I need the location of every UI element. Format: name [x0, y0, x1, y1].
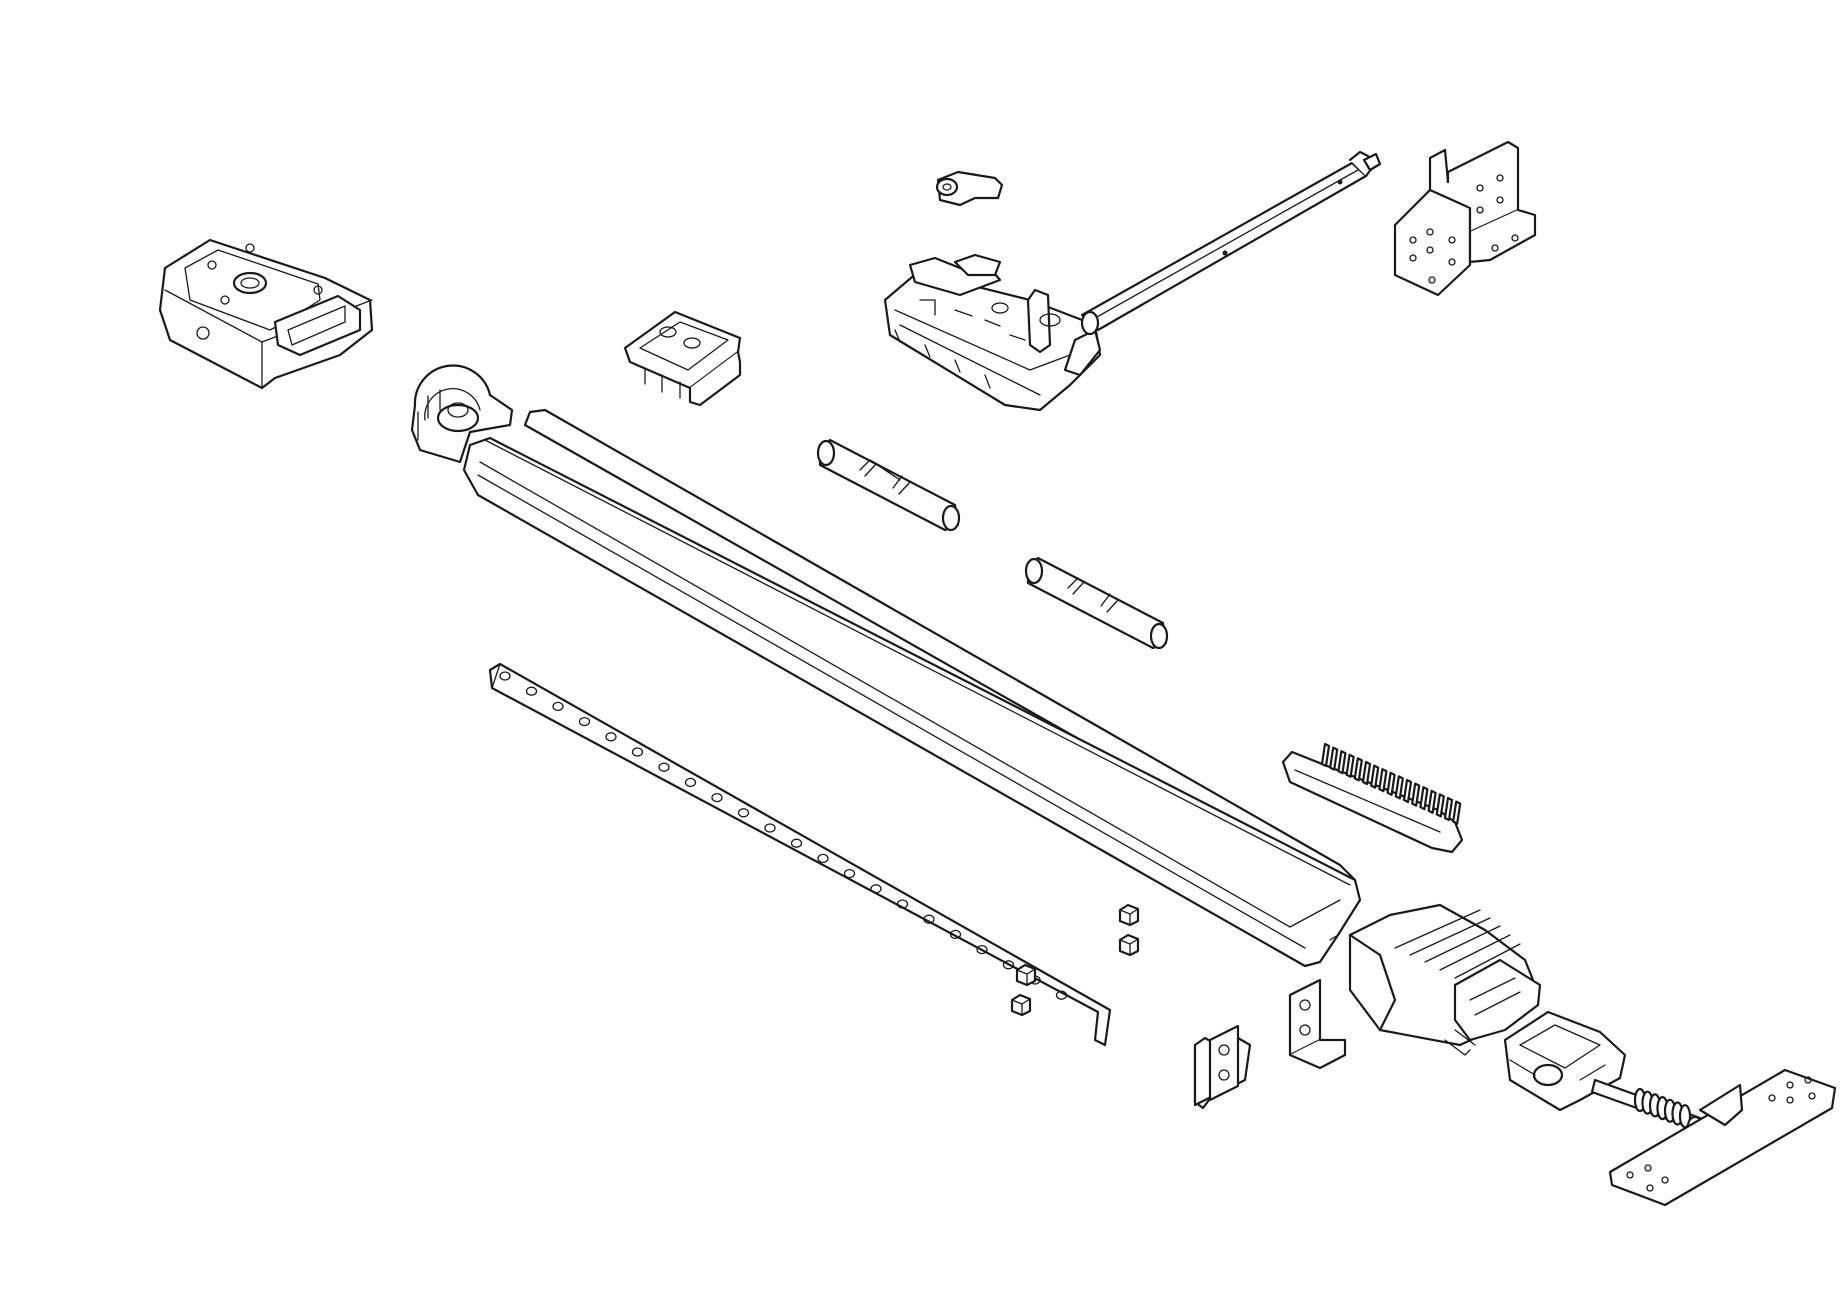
belt-tooth — [1378, 768, 1388, 793]
belt-tooth — [1427, 789, 1437, 814]
toothed-drive-belt — [1281, 742, 1464, 854]
strap-hole — [817, 853, 829, 864]
belt-tooth — [1345, 753, 1355, 778]
belt-tooth — [1443, 796, 1454, 822]
strap-hole — [578, 716, 591, 727]
l-bracket-2 — [1288, 978, 1347, 1070]
belt-tooth — [1370, 764, 1380, 789]
belt-tooth — [1402, 778, 1413, 804]
strap-hole — [658, 762, 670, 772]
belt-tooth — [1353, 757, 1363, 782]
perforated-hanging-strap — [488, 662, 1112, 1047]
belt-tooth — [1452, 800, 1462, 825]
belt-tooth — [1435, 793, 1445, 818]
belt-tooth — [1386, 771, 1396, 796]
strap-hole — [605, 732, 617, 742]
l-bracket-1 — [1193, 1024, 1252, 1110]
strap-hole — [631, 747, 644, 757]
belt-tooth — [1320, 742, 1331, 768]
strap-hole — [499, 671, 511, 681]
header-bracket-angle — [1393, 140, 1537, 297]
coupling-pin-1 — [816, 438, 961, 532]
rail-track — [462, 408, 1362, 968]
belt-tooth — [1361, 760, 1372, 786]
strap-hole — [552, 701, 564, 712]
sprocket-end-cap — [410, 364, 514, 464]
strap-hole — [923, 914, 935, 924]
hex-bolt-set — [1010, 903, 1140, 1017]
header-mounting-plate — [1608, 1068, 1837, 1207]
strap-hole — [870, 884, 882, 894]
belt-tooth — [1411, 782, 1421, 807]
coupling-pin-2 — [1024, 556, 1169, 650]
belt-tooth — [1337, 750, 1347, 775]
strap-hole — [790, 838, 803, 848]
door-arm — [1080, 150, 1382, 336]
strap-hole — [764, 823, 776, 833]
strap-hole — [843, 868, 856, 879]
trolley-release-lever — [935, 170, 1004, 207]
motor-head-cover — [158, 238, 374, 390]
strap-hole — [684, 777, 697, 788]
strap-hole — [1002, 960, 1015, 970]
strap-hole — [949, 929, 962, 940]
trolley-carriage — [883, 253, 1102, 412]
belt-tensioner-with-spring — [1503, 1010, 1704, 1137]
belt-guide-clip — [623, 310, 742, 407]
belt-tooth — [1394, 775, 1404, 800]
strap-hole — [525, 686, 538, 696]
belt-tooth — [1419, 786, 1429, 811]
strap-hole — [976, 944, 988, 955]
strap-hole — [737, 808, 750, 818]
strap-hole — [1055, 990, 1068, 1000]
front-idler-housing — [1348, 903, 1542, 1056]
strap-hole — [896, 899, 909, 909]
belt-tooth — [1329, 746, 1339, 771]
strap-hole — [711, 792, 723, 803]
